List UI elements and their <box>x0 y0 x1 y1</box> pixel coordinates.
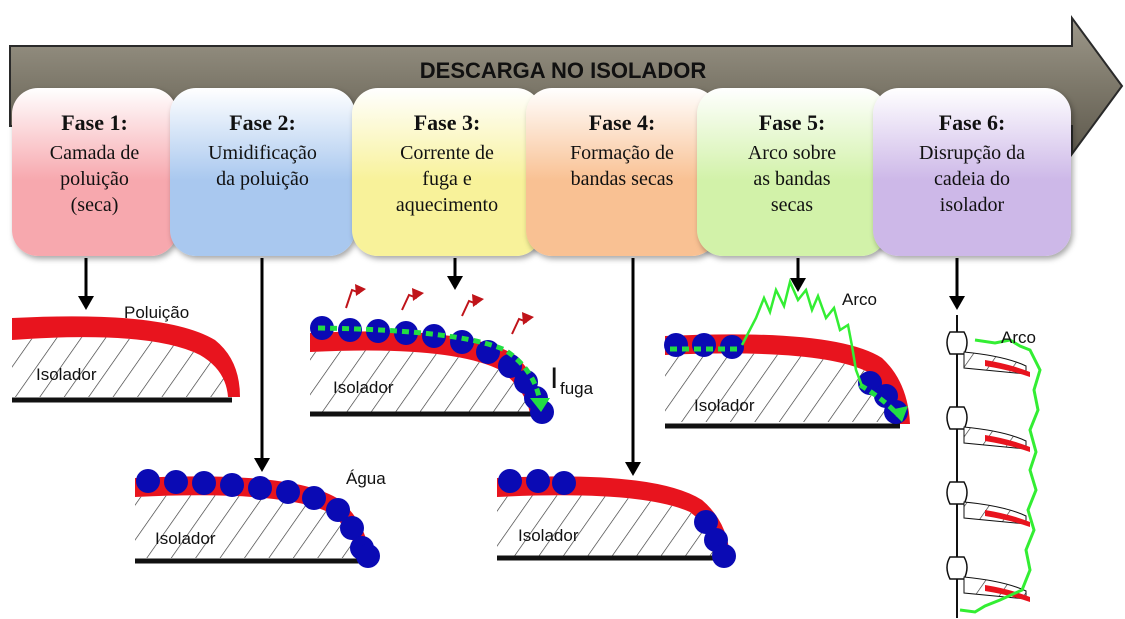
water-drop <box>552 471 576 495</box>
water-drop <box>694 510 718 534</box>
phase-title: Fase 1: <box>61 110 128 135</box>
water-drop <box>476 340 500 364</box>
water-drop <box>664 333 688 357</box>
water-drop <box>692 333 716 357</box>
phase-title: Fase 5: <box>758 110 826 135</box>
insulator-cap <box>946 481 968 505</box>
water-drop <box>498 469 522 493</box>
label-arco-6: Arco <box>1001 328 1036 347</box>
insulator-body <box>310 350 532 412</box>
phase-description: Umidificação da poluição <box>208 142 317 190</box>
water-drop <box>712 544 736 568</box>
leak-current-arrowhead <box>530 398 550 412</box>
pollution-layer <box>985 585 1030 602</box>
water-drop <box>366 319 390 343</box>
insulator-cap <box>946 556 968 580</box>
water-drops <box>310 316 554 424</box>
pollution-layer <box>985 510 1030 527</box>
phase-description: Corrente de fuga e aquecimento <box>395 142 499 216</box>
water-drop <box>164 470 188 494</box>
illustration-phase3: I fuga Isolador <box>310 284 594 424</box>
phase-description: Arco sobre as bandas secas <box>747 142 837 216</box>
phase-box-5: Fase 5: Arco sobre as bandas secas <box>697 88 887 256</box>
water-drops <box>136 469 380 568</box>
insulator-body <box>12 337 230 397</box>
phase-title: Fase 2: <box>229 110 296 135</box>
water-drop <box>450 330 474 354</box>
water-drop <box>422 324 446 348</box>
phase-description: Formação de bandas secas <box>570 142 674 190</box>
illustration-phase1: Poluição Isolador <box>12 303 240 403</box>
insulator-cap <box>946 406 968 430</box>
label-agua: Água <box>346 469 386 488</box>
leak-current-path <box>317 325 543 403</box>
label-ifuga-letter: I <box>550 362 558 395</box>
phase-box-1: Fase 1: Camada de poluição (seca) <box>12 88 177 256</box>
water-drop <box>276 480 300 504</box>
insulator-cap <box>946 331 968 355</box>
phase6-arrowhead <box>949 296 965 310</box>
water-drop <box>136 469 160 493</box>
arc-path <box>959 338 1042 614</box>
leak-current-path <box>858 382 900 417</box>
insulator-discs <box>946 331 1030 602</box>
water-drop <box>498 354 522 378</box>
phase3-arrowhead <box>447 276 463 290</box>
insulator-body <box>665 353 900 422</box>
pollution-layer <box>985 435 1030 452</box>
insulator-body <box>497 495 722 556</box>
water-drop <box>326 498 350 522</box>
leak-current-arrowhead <box>890 406 908 422</box>
illustration-phase4: Isolador <box>497 469 736 568</box>
pollution-layer <box>497 476 730 558</box>
banner-title: DESCARGA NO ISOLADOR <box>420 58 707 83</box>
phase4-arrowhead <box>625 462 641 476</box>
illustration-phase5: Arco Isolador <box>664 278 910 429</box>
label-isolador-2: Isolador <box>155 529 216 548</box>
phase-box-6: Fase 6: Disrupção da cadeia do isolador <box>873 88 1071 256</box>
label-isolador-5: Isolador <box>694 396 755 415</box>
phase-title: Fase 3: <box>413 110 481 135</box>
water-drop <box>526 469 550 493</box>
water-drop <box>338 318 362 342</box>
label-isolador-1: Isolador <box>36 365 97 384</box>
phase-description: Camada de poluição (seca) <box>49 142 140 216</box>
phase2-arrowhead <box>254 458 270 472</box>
phase-title: Fase 4: <box>588 110 656 135</box>
water-drop <box>302 486 326 510</box>
phase5-arrowhead <box>790 278 806 292</box>
phase-box-3: Fase 3: Corrente de fuga e aquecimento <box>352 88 542 256</box>
water-drops <box>498 469 736 568</box>
illustration-phase2: Água Isolador <box>135 469 386 568</box>
insulator-body <box>135 495 360 558</box>
phase-box-4: Fase 4: Formação de bandas secas <box>526 88 718 256</box>
phase-description: Disrupção da cadeia do isolador <box>918 142 1026 216</box>
label-poluicao: Poluição <box>124 303 189 322</box>
label-arco-5: Arco <box>842 290 877 309</box>
label-isolador-3: Isolador <box>333 378 394 397</box>
water-drop <box>192 471 216 495</box>
illustration-phase6: Arco <box>946 315 1042 618</box>
arc-path <box>740 278 864 387</box>
water-drop <box>530 400 554 424</box>
water-drop <box>356 544 380 568</box>
phase-box-2: Fase 2: Umidificação da poluição <box>170 88 355 256</box>
label-isolador-4: Isolador <box>518 526 579 545</box>
label-ifuga-sub: fuga <box>560 379 594 398</box>
pollution-layer <box>665 334 910 424</box>
pollution-layer <box>12 316 240 397</box>
pollution-layer <box>985 360 1030 377</box>
phase1-arrowhead <box>78 296 94 310</box>
phase-title: Fase 6: <box>938 110 1006 135</box>
water-drop <box>340 516 364 540</box>
water-drop <box>220 473 244 497</box>
water-drop <box>248 476 272 500</box>
heat-arrows <box>345 284 534 335</box>
